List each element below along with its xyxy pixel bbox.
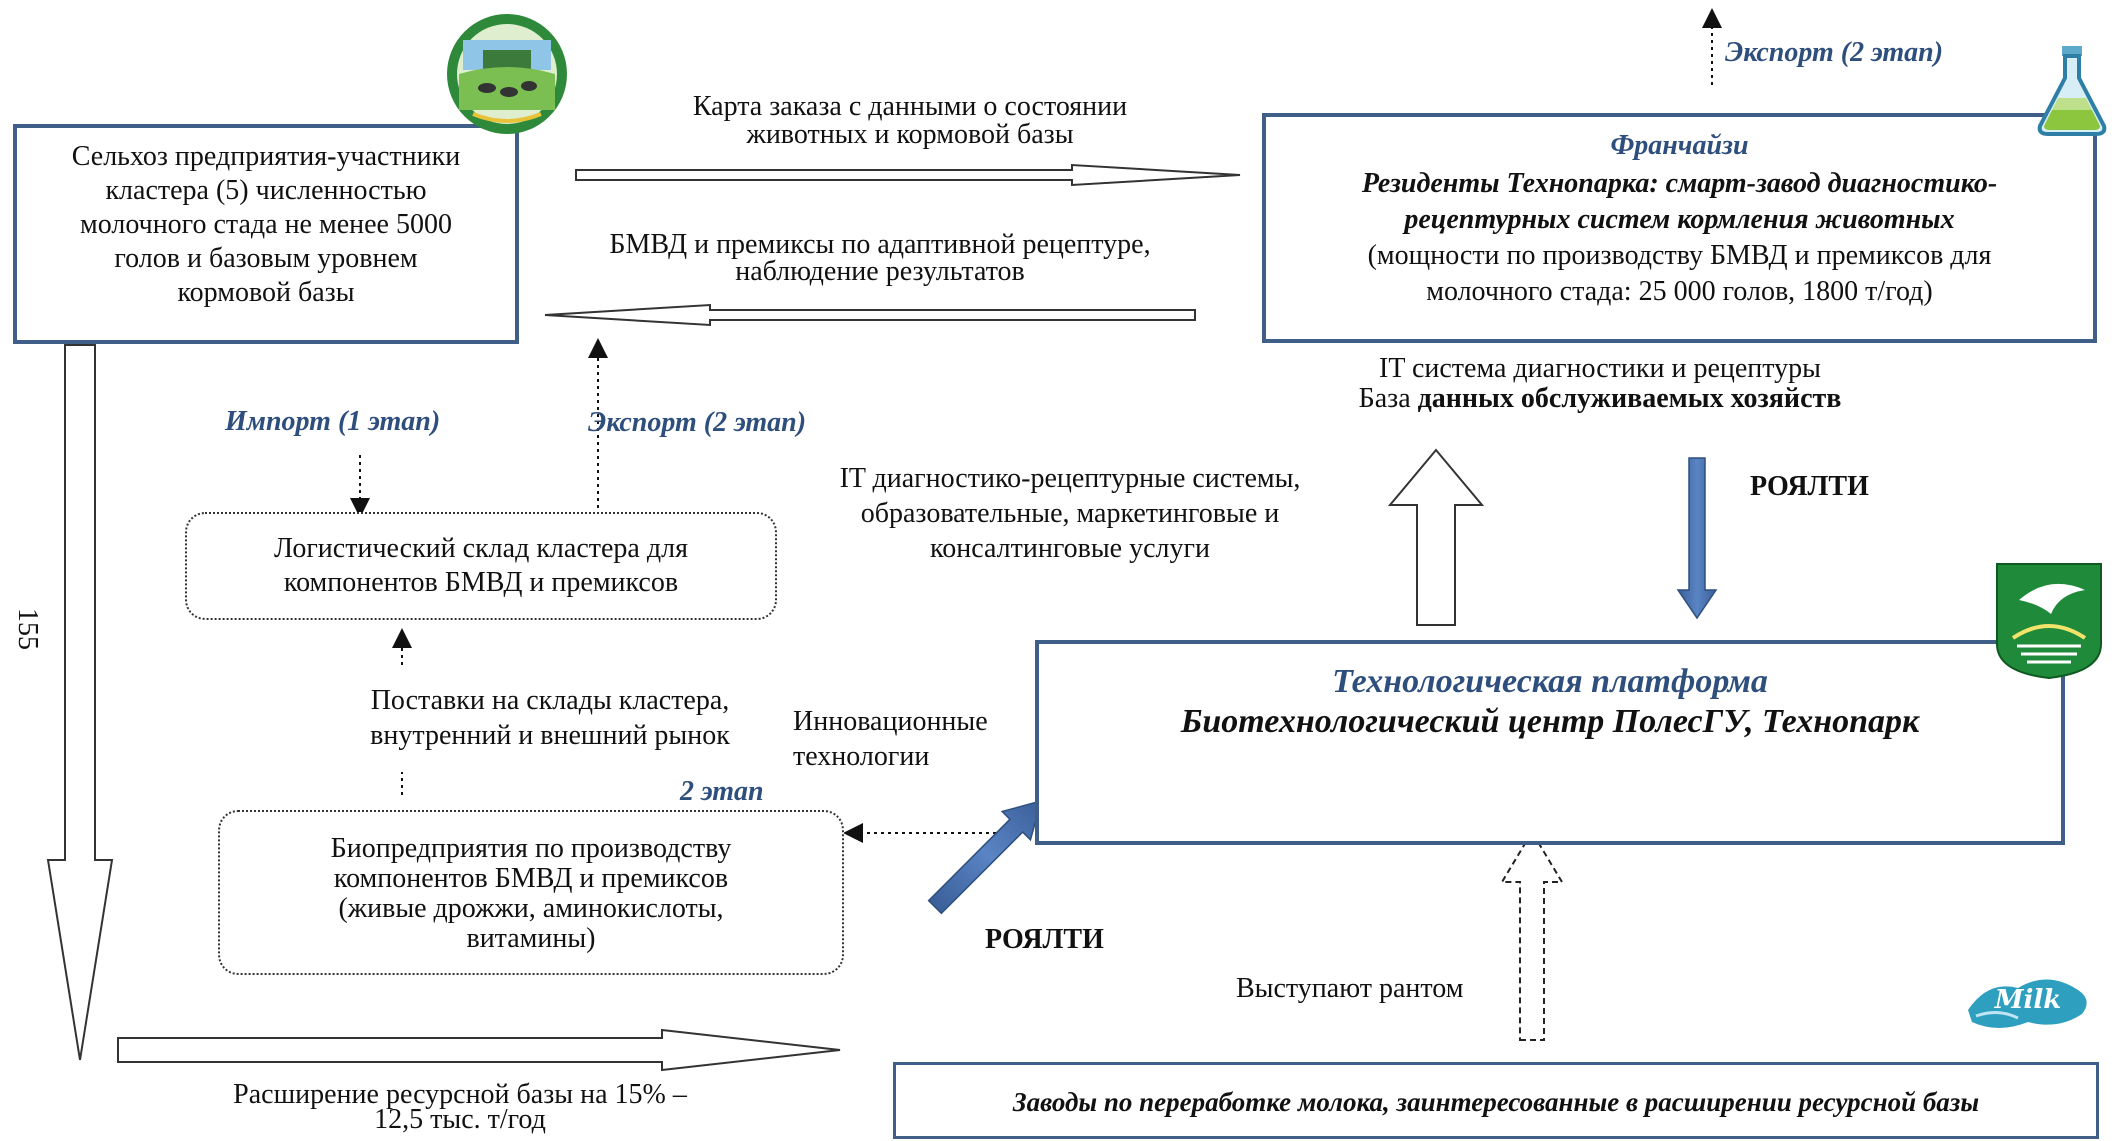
farm-cluster-logo [443, 10, 571, 138]
rent-label: Выступают рантом [1236, 973, 1464, 1004]
expansion-arrow [117, 1028, 841, 1072]
stage2-label: 2 этап [680, 776, 764, 807]
plants-box: Заводы по переработке молока, заинтересо… [893, 1062, 2099, 1139]
farms-line-1: Сельхоз предприятия-участники [71, 141, 461, 172]
it-services-up-arrow [1387, 448, 1485, 626]
export-mid-label: Экспорт (2 этап) [588, 407, 807, 438]
bio-enterprises-box: Биопредприятия по производству компонент… [218, 810, 844, 975]
supplies-line-1: Поставки на склады кластера, [370, 685, 730, 716]
milk-logo-text: Milk [1994, 985, 2062, 1015]
platform-title: Технологическая платформа [1332, 663, 1768, 700]
it-system-line-2-plain: База [1358, 383, 1418, 414]
farms-line-2: кластера (5) численностью [105, 175, 427, 206]
farms-line-3: молочного стада не менее 5000 [80, 209, 452, 240]
it-services-line-2: образовательные, маркетинговые и [860, 498, 1280, 529]
platform-box: Технологическая платформа Биотехнологиче… [1035, 640, 2065, 845]
royalty-top-label: РОЯЛТИ [1750, 471, 1869, 502]
bmvd-line-2: наблюдение результатов [735, 256, 1025, 287]
expansion-line-2: 12,5 тыс. т/год [374, 1104, 546, 1135]
franchise-box: Франчайзи Резиденты Технопарка: смарт-за… [1262, 113, 2097, 343]
franchise-line-4: молочного стада: 25 000 голов, 1800 т/го… [1426, 276, 1933, 307]
rent-up-arrow [1500, 830, 1564, 1041]
bmvd-line-1: БМВД и премиксы по адаптивной рецептуре, [609, 229, 1151, 260]
royalty-bottom-label: РОЯЛТИ [985, 924, 1104, 955]
order-map-line-2: животных и кормовой базы [746, 119, 1074, 150]
bmvd-arrow [544, 303, 1196, 327]
bio-line-2: компонентов БМВД и премиксов [333, 863, 729, 894]
platform-subtitle: Биотехнологический центр ПолесГУ, Техноп… [1180, 703, 1920, 740]
bio-line-1: Биопредприятия по производству [330, 833, 732, 864]
it-system-line-2: База данных обслуживаемых хозяйств [1300, 382, 1900, 416]
technopark-logo [1993, 560, 2105, 680]
it-services-line-3: консалтинговые услуги [930, 533, 1210, 564]
innovation-line-1: Инновационные [793, 706, 988, 737]
bio-line-4: витамины) [466, 923, 596, 954]
it-services-line-1: IT диагностико-рецептурные системы, [839, 463, 1301, 494]
page-number: 155 [12, 608, 43, 650]
it-system-line-1: IT система диагностики и рецептуры [1379, 353, 1821, 384]
export-top-label: Экспорт (2 этап) [1725, 37, 1944, 68]
left-down-arrow [46, 344, 114, 1061]
import-label: Импорт (1 этап) [225, 406, 441, 437]
farms-box: Сельхоз предприятия-участники кластера (… [13, 124, 519, 344]
supplies-line-2: внутренний и внешний рынок [370, 720, 730, 751]
innovation-line-2: технологии [793, 741, 930, 772]
warehouse-box: Логистический склад кластера для компоне… [185, 512, 777, 620]
order-map-line-1: Карта заказа с данными о состоянии [692, 91, 1128, 122]
franchise-title: Франчайзи [1610, 130, 1749, 161]
it-system-line-2-bold: данных обслуживаемых хозяйств [1417, 383, 1842, 414]
flask-logo [2032, 40, 2112, 140]
bio-line-3: (живые дрожжи, аминокислоты, [338, 893, 724, 924]
franchise-line-2: рецептурных систем кормления животных [1404, 204, 1955, 235]
plants-text: Заводы по переработке молока, заинтересо… [1012, 1087, 1980, 1117]
franchise-line-1: Резиденты Технопарка: смарт-завод диагно… [1361, 168, 1998, 199]
farms-line-5: кормовой базы [177, 277, 355, 308]
royalty-down-arrow [1676, 457, 1718, 620]
milk-logo: Milk [1958, 960, 2098, 1040]
warehouse-line-2: компонентов БМВД и премиксов [283, 567, 679, 598]
expansion-line-1: Расширение ресурсной базы на 15% – [233, 1079, 687, 1110]
warehouse-line-1: Логистический склад кластера для [274, 533, 688, 564]
order-map-arrow [575, 163, 1241, 187]
franchise-line-3: (мощности по производству БМВД и премикс… [1367, 240, 1992, 271]
farms-line-4: голов и базовым уровнем [114, 243, 418, 274]
